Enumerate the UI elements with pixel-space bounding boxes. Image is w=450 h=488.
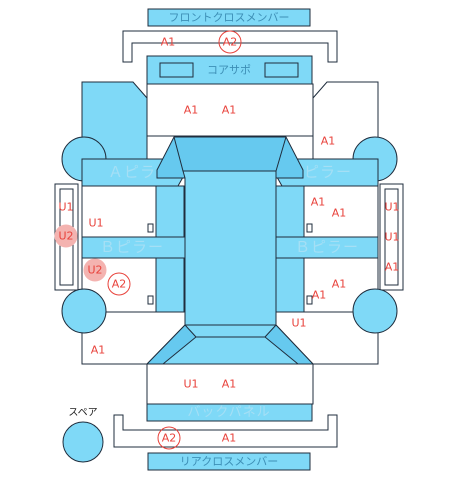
rear-left-wheel[interactable]	[61, 288, 107, 334]
roof-panel[interactable]	[182, 170, 277, 326]
b-pillar-left-label: Ｂピラー	[100, 238, 164, 256]
left-front-pillar-trim	[155, 185, 185, 239]
core-support-right-slot	[264, 62, 299, 78]
mark-right-rear-door-a1-left: A1	[312, 289, 327, 302]
mark-left-rocker-u1: U1	[58, 201, 73, 214]
mark-right-rocker-a1: A1	[385, 261, 400, 274]
rear-cross-member-label: リアクロスメンバー	[180, 455, 278, 468]
core-support-label: コアサポ	[207, 64, 251, 77]
right-rear-door-handle	[306, 295, 313, 305]
left-front-door[interactable]	[81, 185, 157, 239]
left-front-door-handle	[147, 223, 154, 233]
mark-circle-icon	[218, 30, 242, 54]
u2-highlight-icon	[83, 258, 107, 282]
mark-left-rear-door-u2: U2	[87, 264, 102, 277]
rear-bumper[interactable]	[113, 414, 338, 448]
rear-right-wheel[interactable]	[352, 288, 398, 334]
spare-tire[interactable]	[62, 421, 104, 463]
mark-right-front-door-a1-bottom: A1	[332, 207, 347, 220]
spare-label: スペア	[68, 408, 97, 419]
mark-hood-a1-right: A1	[222, 104, 237, 117]
a-pillar-right-label: Ａピラー	[288, 163, 352, 181]
right-rocker-inner	[384, 188, 399, 286]
rear-cross-member[interactable]	[147, 452, 311, 471]
mark-right-quarter-u1: U1	[291, 317, 306, 330]
mark-right-rear-door-a1-right: A1	[332, 278, 347, 291]
mark-rear-bumper-a1: A1	[222, 432, 237, 445]
mark-right-front-door-a1-top: A1	[311, 196, 326, 209]
mark-front-bumper-a2: A2	[223, 36, 238, 49]
left-rear-pillar-trim	[155, 257, 185, 313]
u2-highlight-icon	[54, 224, 78, 248]
left-rear-door-handle	[147, 295, 154, 305]
hood[interactable]	[146, 83, 314, 137]
b-pillar-right-label: Ｂピラー	[295, 238, 359, 256]
mark-right-rocker-u1-top: U1	[384, 201, 399, 214]
mark-right-fender-a1: A1	[321, 135, 336, 148]
front-cross-member[interactable]	[147, 8, 311, 27]
right-rear-pillar-trim	[275, 257, 305, 313]
right-front-door-handle	[306, 223, 313, 233]
mark-hood-a1-left: A1	[184, 104, 199, 117]
mark-right-rocker-u1-mid: U1	[384, 231, 399, 244]
mark-trunk-u1: U1	[183, 378, 198, 391]
mark-left-front-door-u1: U1	[88, 217, 103, 230]
mark-left-rear-door-a2: A2	[112, 278, 127, 291]
back-panel-label: バックパネル	[187, 405, 270, 420]
front-bumper[interactable]	[122, 30, 338, 63]
right-front-pillar-trim	[275, 185, 305, 239]
mark-left-rocker-u2: U2	[58, 230, 73, 243]
back-panel[interactable]	[146, 403, 313, 422]
mark-circle-icon	[107, 272, 131, 296]
right-front-door[interactable]	[303, 185, 379, 239]
front-cross-member-label: フロントクロスメンバー	[169, 11, 290, 24]
mark-trunk-a1: A1	[222, 378, 237, 391]
a-pillar-left-label: Ａピラー	[108, 163, 172, 181]
core-support-left-slot	[159, 62, 194, 78]
mark-left-quarter-a1: A1	[91, 344, 106, 357]
mark-rear-bumper-a2: A2	[162, 432, 177, 445]
mark-front-bumper-a1: A1	[161, 36, 176, 49]
mark-circle-icon	[157, 426, 181, 450]
right-front-fender[interactable]	[312, 81, 379, 161]
trunk[interactable]	[146, 363, 314, 405]
